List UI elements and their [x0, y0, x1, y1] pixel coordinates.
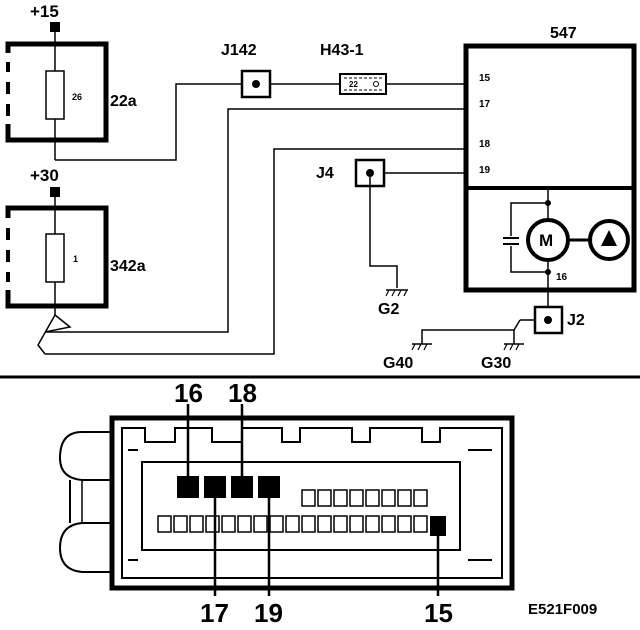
pin-18-label: 18 [479, 139, 491, 150]
pin-19-label: 19 [479, 165, 491, 176]
g40-label: G40 [383, 355, 413, 372]
plug-pin-17-label: 17 [200, 598, 229, 628]
plus30-terminal [50, 187, 60, 197]
fuse-22a-label: 22a [110, 93, 137, 110]
motor-label: M [539, 231, 553, 250]
g30-label: G30 [481, 355, 511, 372]
ground-g30 [503, 343, 524, 351]
fuse-342a-element [45, 233, 65, 283]
plug-pin-16-label: 16 [174, 378, 203, 408]
figure-code: E521F009 [528, 601, 597, 618]
fuse-box-342a: 1 342a [5, 205, 146, 309]
j4-label: J4 [316, 165, 334, 182]
unit-547: 15 17 18 19 M 16 [463, 43, 637, 308]
j2-label: J2 [567, 312, 585, 329]
fuse-22a-element [45, 70, 65, 120]
plus30-label: +30 [30, 166, 59, 185]
ground-g40 [411, 343, 432, 351]
h43-1-number: 22 [349, 80, 358, 89]
plug-pin-18-label: 18 [228, 378, 257, 408]
j142-label: J142 [221, 42, 257, 59]
fuse-22a-number: 26 [72, 92, 82, 102]
plug-pin-15-label: 15 [424, 598, 453, 628]
h43-1-fuse: 22 [339, 73, 387, 95]
plus15-terminal [50, 22, 60, 32]
ground-g2 [385, 289, 408, 297]
pin-15-label: 15 [479, 73, 491, 84]
g2-label: G2 [378, 301, 399, 318]
connector-plug [58, 404, 515, 596]
h43-1-label: H43-1 [320, 42, 364, 59]
plus15-label: +15 [30, 2, 59, 21]
pin-16-label: 16 [556, 272, 568, 283]
fuse-342a-number: 1 [73, 254, 78, 264]
pin-17-label: 17 [479, 99, 491, 110]
fuse-box-22a: 26 22a [5, 41, 137, 143]
fuse-342a-label: 342a [110, 258, 146, 275]
unit-547-label: 547 [550, 25, 577, 42]
plug-pin-19-label: 19 [254, 598, 283, 628]
